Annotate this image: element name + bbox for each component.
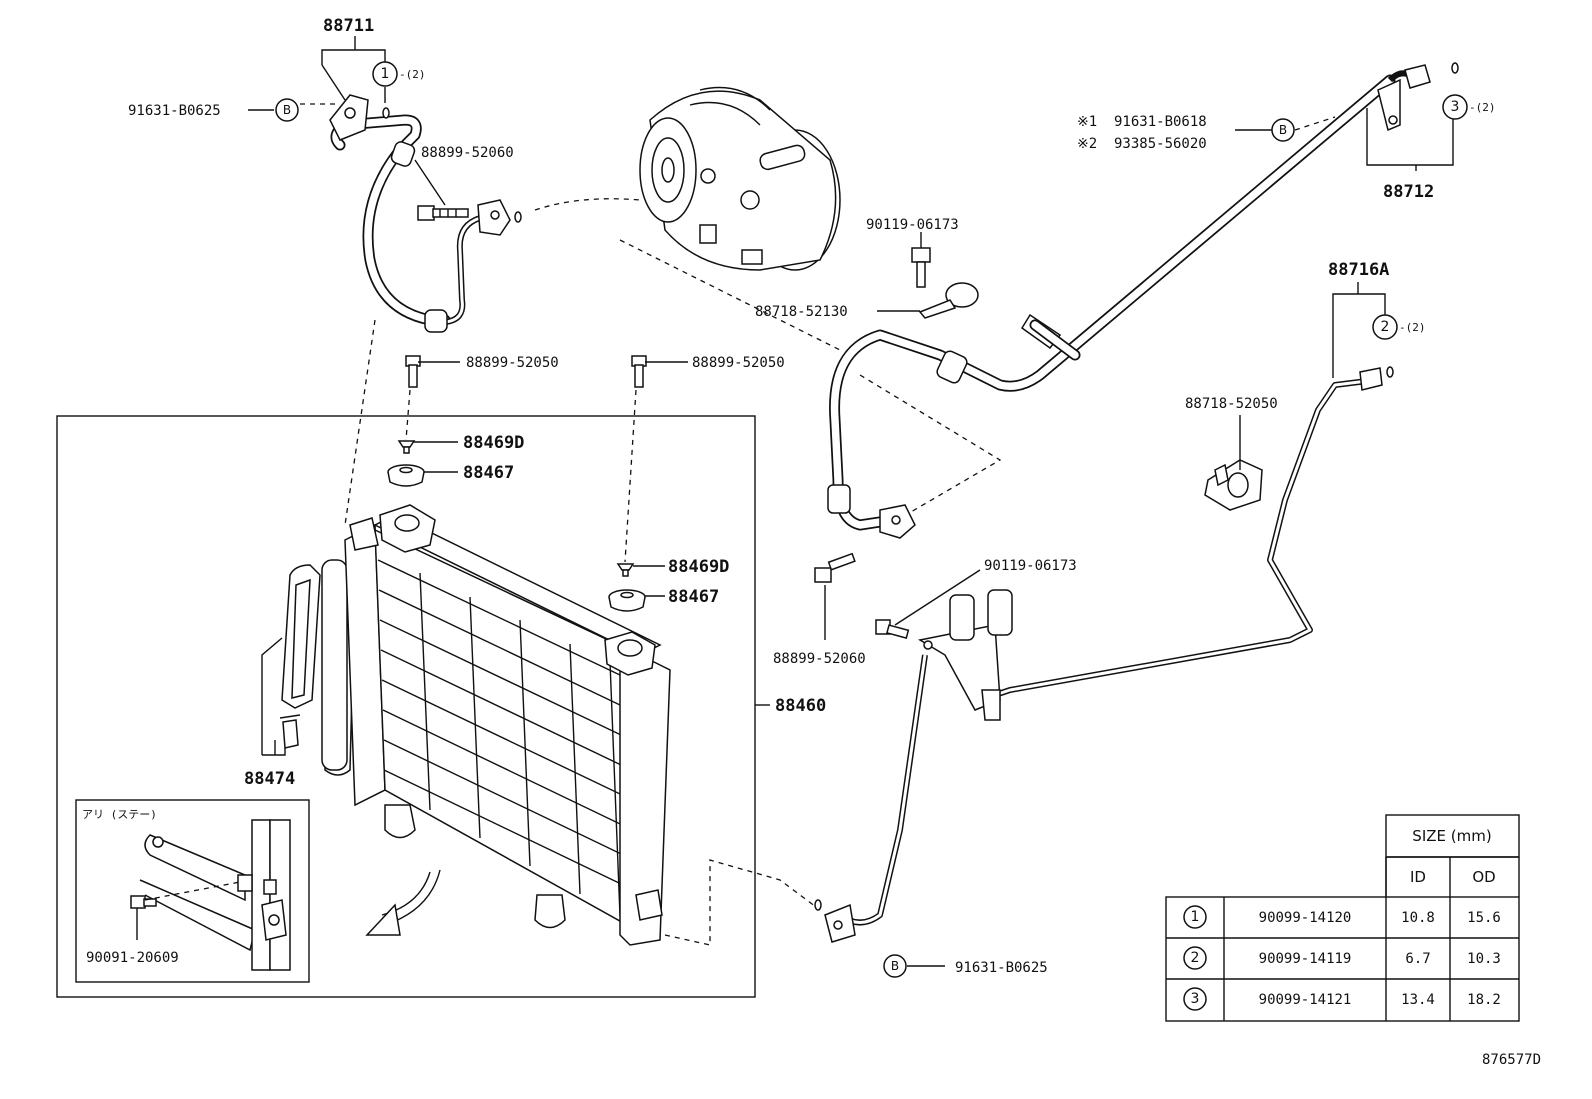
suction-hose-88712: [827, 64, 1454, 539]
callout-ring-1-number: 1: [381, 66, 390, 82]
callout-b-top-left-text: B: [283, 103, 291, 117]
size-table-row-id: 13.4: [1401, 992, 1435, 1008]
label-93385-56020: 93385-56020: [1114, 136, 1207, 152]
size-table-row-od: 10.3: [1467, 951, 1501, 967]
label-90119-06173-mid: 90119-06173: [984, 558, 1077, 574]
label-88460: 88460: [775, 696, 826, 716]
callout-b-bottom-text: B: [891, 959, 899, 973]
label-88899-52060-top: 88899-52060: [421, 145, 514, 161]
label-88899-52050-right: 88899-52050: [692, 355, 785, 371]
label-88718-52050: 88718-52050: [1185, 396, 1278, 412]
size-table-row-od: 18.2: [1467, 992, 1501, 1008]
label-91631-b0625-top: 91631-B0625: [128, 103, 221, 119]
callout-ring-2-qty: -(2): [1399, 321, 1426, 334]
callout-ring-3: 3 -(2): [1442, 94, 1496, 120]
clamp-88718-52130-illustration: [918, 282, 979, 319]
bolt-88899-52060-top: [417, 205, 469, 221]
size-table-row-ref: 3: [1191, 991, 1200, 1007]
size-table: SIZE (mm) ID OD 1 90099-14120 10.8 15.6 …: [1165, 814, 1520, 1022]
size-table-row: 1 90099-14120 10.8 15.6: [1183, 905, 1501, 929]
bolt-88899-52050-left: [405, 355, 421, 388]
label-88467-left: 88467: [463, 463, 514, 483]
callout-ring-1: 1 -(2): [372, 61, 426, 87]
size-table-col-id: ID: [1410, 868, 1426, 886]
condenser-assembly-frame: [56, 415, 756, 998]
label-88474: 88474: [244, 769, 295, 789]
label-88467-right: 88467: [668, 587, 719, 607]
tube-block-fitting: [824, 589, 1013, 943]
callout-ring-3-qty: -(2): [1469, 101, 1496, 114]
inset-title: アリ (ステー): [82, 808, 157, 821]
bolt-88899-52050-right: [631, 355, 647, 388]
label-88899-52060-mid: 88899-52060: [773, 651, 866, 667]
label-90119-06173-top: 90119-06173: [866, 217, 959, 233]
label-88469d-left: 88469D: [463, 433, 524, 453]
label-88899-52050-left: 88899-52050: [466, 355, 559, 371]
bolt-88899-52060-mid: [814, 552, 856, 583]
size-table-row-part: 90099-14119: [1259, 951, 1352, 967]
size-table-row-ref: 1: [1191, 909, 1200, 925]
callout-b-top-right: B: [1271, 118, 1295, 142]
callout-b-top-left: B: [275, 98, 299, 122]
discharge-hose-88711: [329, 94, 511, 333]
note2-mark: ※2: [1077, 136, 1097, 152]
label-88712: 88712: [1383, 182, 1434, 202]
callout-ring-3-number: 3: [1451, 99, 1460, 115]
label-91631-b0618: 91631-B0618: [1114, 114, 1207, 130]
size-table-header: SIZE (mm): [1412, 827, 1491, 845]
label-88711: 88711: [323, 16, 374, 36]
bolt-90119-06173-top: [911, 247, 931, 288]
label-88716a: 88716A: [1328, 260, 1389, 280]
size-table-row: 2 90099-14119 6.7 10.3: [1183, 946, 1501, 970]
seal-88474-illustration: [261, 564, 321, 756]
condenser-88460-illustration: [321, 504, 671, 946]
label-88469d-right: 88469D: [668, 557, 729, 577]
connection-lines: [144, 103, 1336, 946]
size-table-row-part: 90099-14121: [1259, 992, 1352, 1008]
note1-mark: ※1: [1077, 114, 1097, 130]
label-91631-b0625-bottom: 91631-B0625: [955, 960, 1048, 976]
size-table-row-od: 15.6: [1467, 910, 1501, 926]
size-table-col-od: OD: [1472, 868, 1495, 886]
size-table-row-ref: 2: [1191, 950, 1200, 966]
bolt-90119-06173-mid: [875, 619, 910, 639]
compressor-illustration: [639, 86, 841, 271]
leader-lines: [136, 36, 1417, 967]
label-90091-20609: 90091-20609: [86, 950, 179, 966]
diagram-id: 876577D: [1482, 1052, 1541, 1068]
cushion-88467-right: [608, 589, 646, 612]
callout-ring-2-number: 2: [1381, 319, 1390, 335]
size-table-row: 3 90099-14121 13.4 18.2: [1183, 987, 1501, 1011]
size-table-row-id: 6.7: [1405, 951, 1430, 967]
callout-b-bottom: B: [883, 954, 907, 978]
liquid-tube-88716a: [994, 293, 1386, 698]
clip-88469d-left: [397, 440, 416, 454]
size-table-row-part: 90099-14120: [1259, 910, 1352, 926]
clamp-88718-52050-illustration: [1204, 459, 1263, 511]
size-table-row-id: 10.8: [1401, 910, 1435, 926]
inset-bracket-box: [75, 799, 310, 983]
clip-88469d-right: [616, 563, 635, 577]
label-88718-52130: 88718-52130: [755, 304, 848, 320]
rotate-arrow-icon: [365, 869, 441, 936]
callout-ring-2: 2 -(2): [1372, 314, 1426, 340]
cushion-88467-left: [387, 464, 425, 487]
callout-b-top-right-text: B: [1279, 123, 1287, 137]
inset-bracket-illustration: [130, 819, 291, 971]
callout-ring-1-qty: -(2): [399, 68, 426, 81]
